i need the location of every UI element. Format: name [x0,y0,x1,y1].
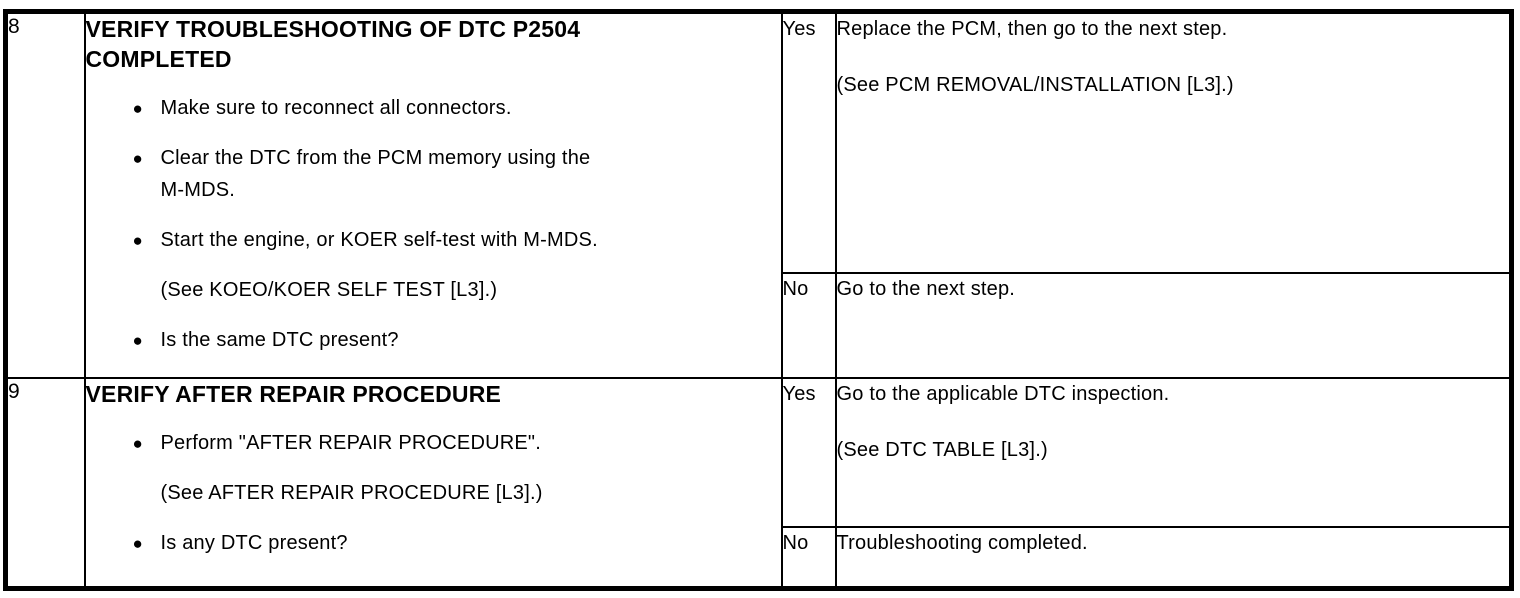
action-cell: Go to the applicable DTC inspection. (Se… [834,377,1513,528]
inspection-title: VERIFY TROUBLESHOOTING OF DTC P2504 COMP… [85,16,581,72]
bullet-item: ● Is any DTC present? [86,527,781,559]
bullet-item-text: Start the engine, or KOER self-test with… [160,229,598,251]
action-text: Go to the next step. [836,278,1016,300]
bullet-item-text: Is any DTC present? [160,532,348,554]
action-text: Replace the PCM, then go to the next ste… [836,18,1228,40]
action-cell: Go to the next step. [834,272,1513,379]
bullet-icon: ● [132,149,143,168]
see-reference: (See AFTER REPAIR PROCEDURE [L3].) [86,477,781,509]
bullet-item-text: Make sure to reconnect all connectors. [160,97,512,119]
table-row: 8 VERIFY TROUBLESHOOTING OF DTC P2504 CO… [4,10,1513,379]
bullet-icon: ● [132,331,143,350]
inspection-title: VERIFY AFTER REPAIR PROCEDURE [85,381,502,407]
action-cell: Troubleshooting completed. [834,526,1513,590]
see-reference-text: (See DTC TABLE [L3].) [836,439,1048,461]
bullet-item-text: Is the same DTC present? [160,329,399,351]
answer-yes-cell: Yes [780,377,837,528]
see-reference-text: (See AFTER REPAIR PROCEDURE [L3].) [160,482,543,504]
bullet-icon: ● [132,534,143,553]
bullet-item: ● Is the same DTC present? [86,324,781,356]
table-row: No Troubleshooting completed. [6,526,1513,590]
see-reference: (See KOEO/KOER SELF TEST [L3].) [86,274,781,306]
bullet-icon: ● [132,434,143,453]
table-row: 9 VERIFY AFTER REPAIR PROCEDURE ● Perfor… [4,377,1513,590]
step-number: 9 [4,377,86,590]
step-number: 8 [4,10,86,379]
action-text: Go to the applicable DTC inspection. [836,383,1170,405]
bullet-item: ● Clear the DTC from the PCM memory usin… [86,142,781,206]
troubleshooting-table: 8 VERIFY TROUBLESHOOTING OF DTC P2504 CO… [3,9,1514,591]
bullet-item: ● Perform "AFTER REPAIR PROCEDURE". [86,427,781,459]
see-reference-text: (See KOEO/KOER SELF TEST [L3].) [160,279,498,301]
answer-yes-cell: Yes [780,10,837,274]
bullet-item: ● Make sure to reconnect all connectors. [86,92,781,124]
bullet-item-text: Perform "AFTER REPAIR PROCEDURE". [160,432,541,454]
bullet-item: ● Start the engine, or KOER self-test wi… [86,224,781,256]
action-cell: Replace the PCM, then go to the next ste… [834,10,1513,274]
answer-no-cell: No [780,272,837,379]
table-row: No Go to the next step. [6,272,1513,379]
action-text: Troubleshooting completed. [836,532,1088,554]
bullet-icon: ● [132,99,143,118]
answer-no-cell: No [780,526,837,590]
inspection-cell: VERIFY TROUBLESHOOTING OF DTC P2504 COMP… [83,10,783,379]
bullet-icon: ● [132,231,143,250]
bullet-item-text: Clear the DTC from the PCM memory using … [160,147,591,201]
inspection-cell: VERIFY AFTER REPAIR PROCEDURE ● Perform … [83,377,783,590]
see-reference-text: (See PCM REMOVAL/INSTALLATION [L3].) [836,74,1234,96]
